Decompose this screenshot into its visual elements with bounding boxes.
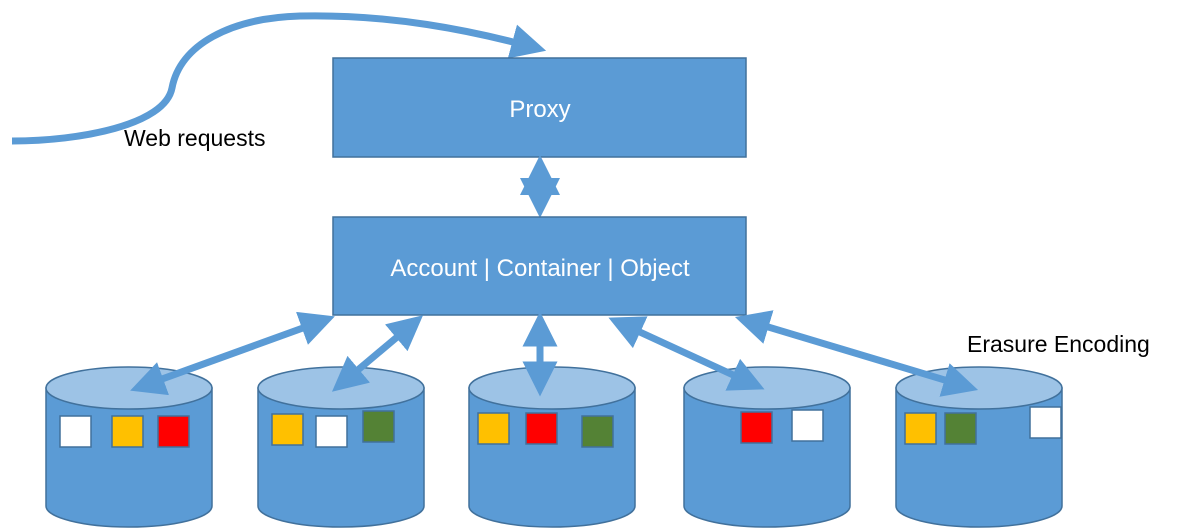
node-arrows [130, 310, 979, 397]
cylinder-top [257, 366, 425, 410]
data-chunk-green [362, 410, 395, 443]
ring-box: Account | Container | Object [332, 216, 747, 316]
data-chunk-yellow [477, 412, 510, 445]
proxy-label: Proxy [509, 96, 570, 123]
data-chunk-white [1029, 406, 1062, 439]
data-chunk-red [740, 411, 773, 444]
storage-node-5 [895, 366, 1063, 528]
proxy-box: Proxy [332, 57, 747, 158]
data-chunk-white [791, 409, 824, 442]
data-chunk-red [157, 415, 190, 448]
node-arrow-1 [130, 311, 335, 396]
web-request-arrow [11, 12, 547, 145]
storage-node-2 [257, 366, 425, 528]
storage-node-4 [683, 366, 851, 528]
storage-node-1 [45, 366, 213, 528]
erasure-encoding-label: Erasure Encoding [967, 331, 1150, 357]
data-chunk-white [59, 415, 92, 448]
data-chunk-yellow [904, 412, 937, 445]
storage-node-3 [468, 366, 636, 528]
data-chunk-yellow [271, 413, 304, 446]
data-chunk-yellow [111, 415, 144, 448]
storage-nodes [45, 366, 1063, 528]
data-chunk-green [944, 412, 977, 445]
data-chunk-white [315, 415, 348, 448]
cylinder-top [468, 366, 636, 410]
node-arrow-4 [608, 316, 765, 391]
web-requests-label: Web requests [124, 125, 265, 151]
data-chunk-green [581, 415, 614, 448]
cylinder-top [683, 366, 851, 410]
node-arrow-5 [734, 310, 979, 397]
node-arrow-2 [331, 315, 424, 392]
data-chunk-red [525, 412, 558, 445]
ring-label: Account | Container | Object [390, 255, 690, 282]
cylinder-body [895, 387, 1063, 528]
